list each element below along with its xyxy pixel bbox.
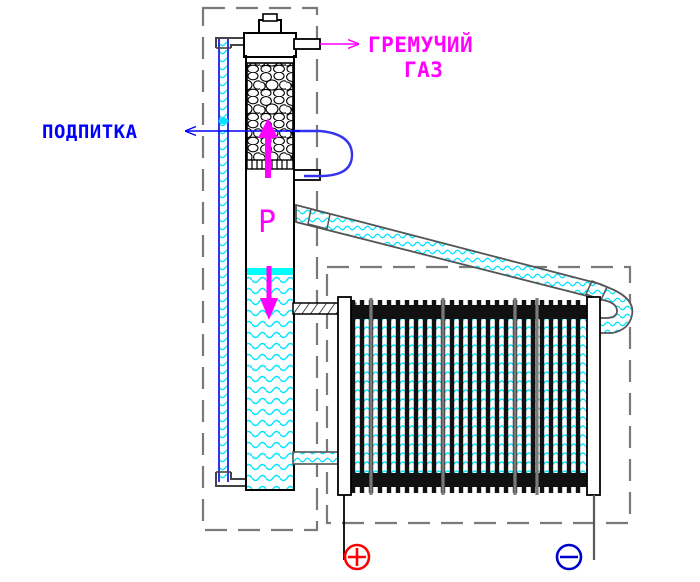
sight-glass-tube bbox=[215, 37, 248, 487]
end-plate-left bbox=[337, 296, 352, 496]
bypass-loop-pipe bbox=[294, 129, 354, 178]
separator-column bbox=[243, 13, 321, 491]
feed-label: ПОДПИТКА bbox=[42, 121, 138, 143]
flow-arrow-up bbox=[258, 118, 278, 178]
sight-glass-level-marker bbox=[218, 117, 229, 125]
terminal-negative bbox=[555, 543, 583, 571]
terminal-positive bbox=[343, 543, 371, 571]
gas-outlet-stub bbox=[293, 38, 321, 50]
terminal-leads bbox=[343, 495, 596, 560]
end-plate-right bbox=[586, 296, 601, 496]
column-top-head bbox=[243, 32, 297, 58]
top-manifold-bar bbox=[349, 305, 589, 319]
bottom-manifold-bar bbox=[349, 473, 589, 487]
column-vent-nozzle bbox=[262, 13, 278, 22]
electrolyzer-cell bbox=[337, 296, 601, 496]
flow-arrow-down bbox=[260, 266, 278, 320]
pressure-label: P bbox=[258, 205, 276, 240]
column-vent-cap bbox=[258, 19, 282, 34]
column-enclosure-dashed bbox=[201, 6, 319, 532]
gas-label-line2: ГАЗ bbox=[404, 58, 443, 82]
gas-label-line1: ГРЕМУЧИЙ bbox=[368, 32, 473, 57]
tie-rods bbox=[369, 298, 539, 495]
